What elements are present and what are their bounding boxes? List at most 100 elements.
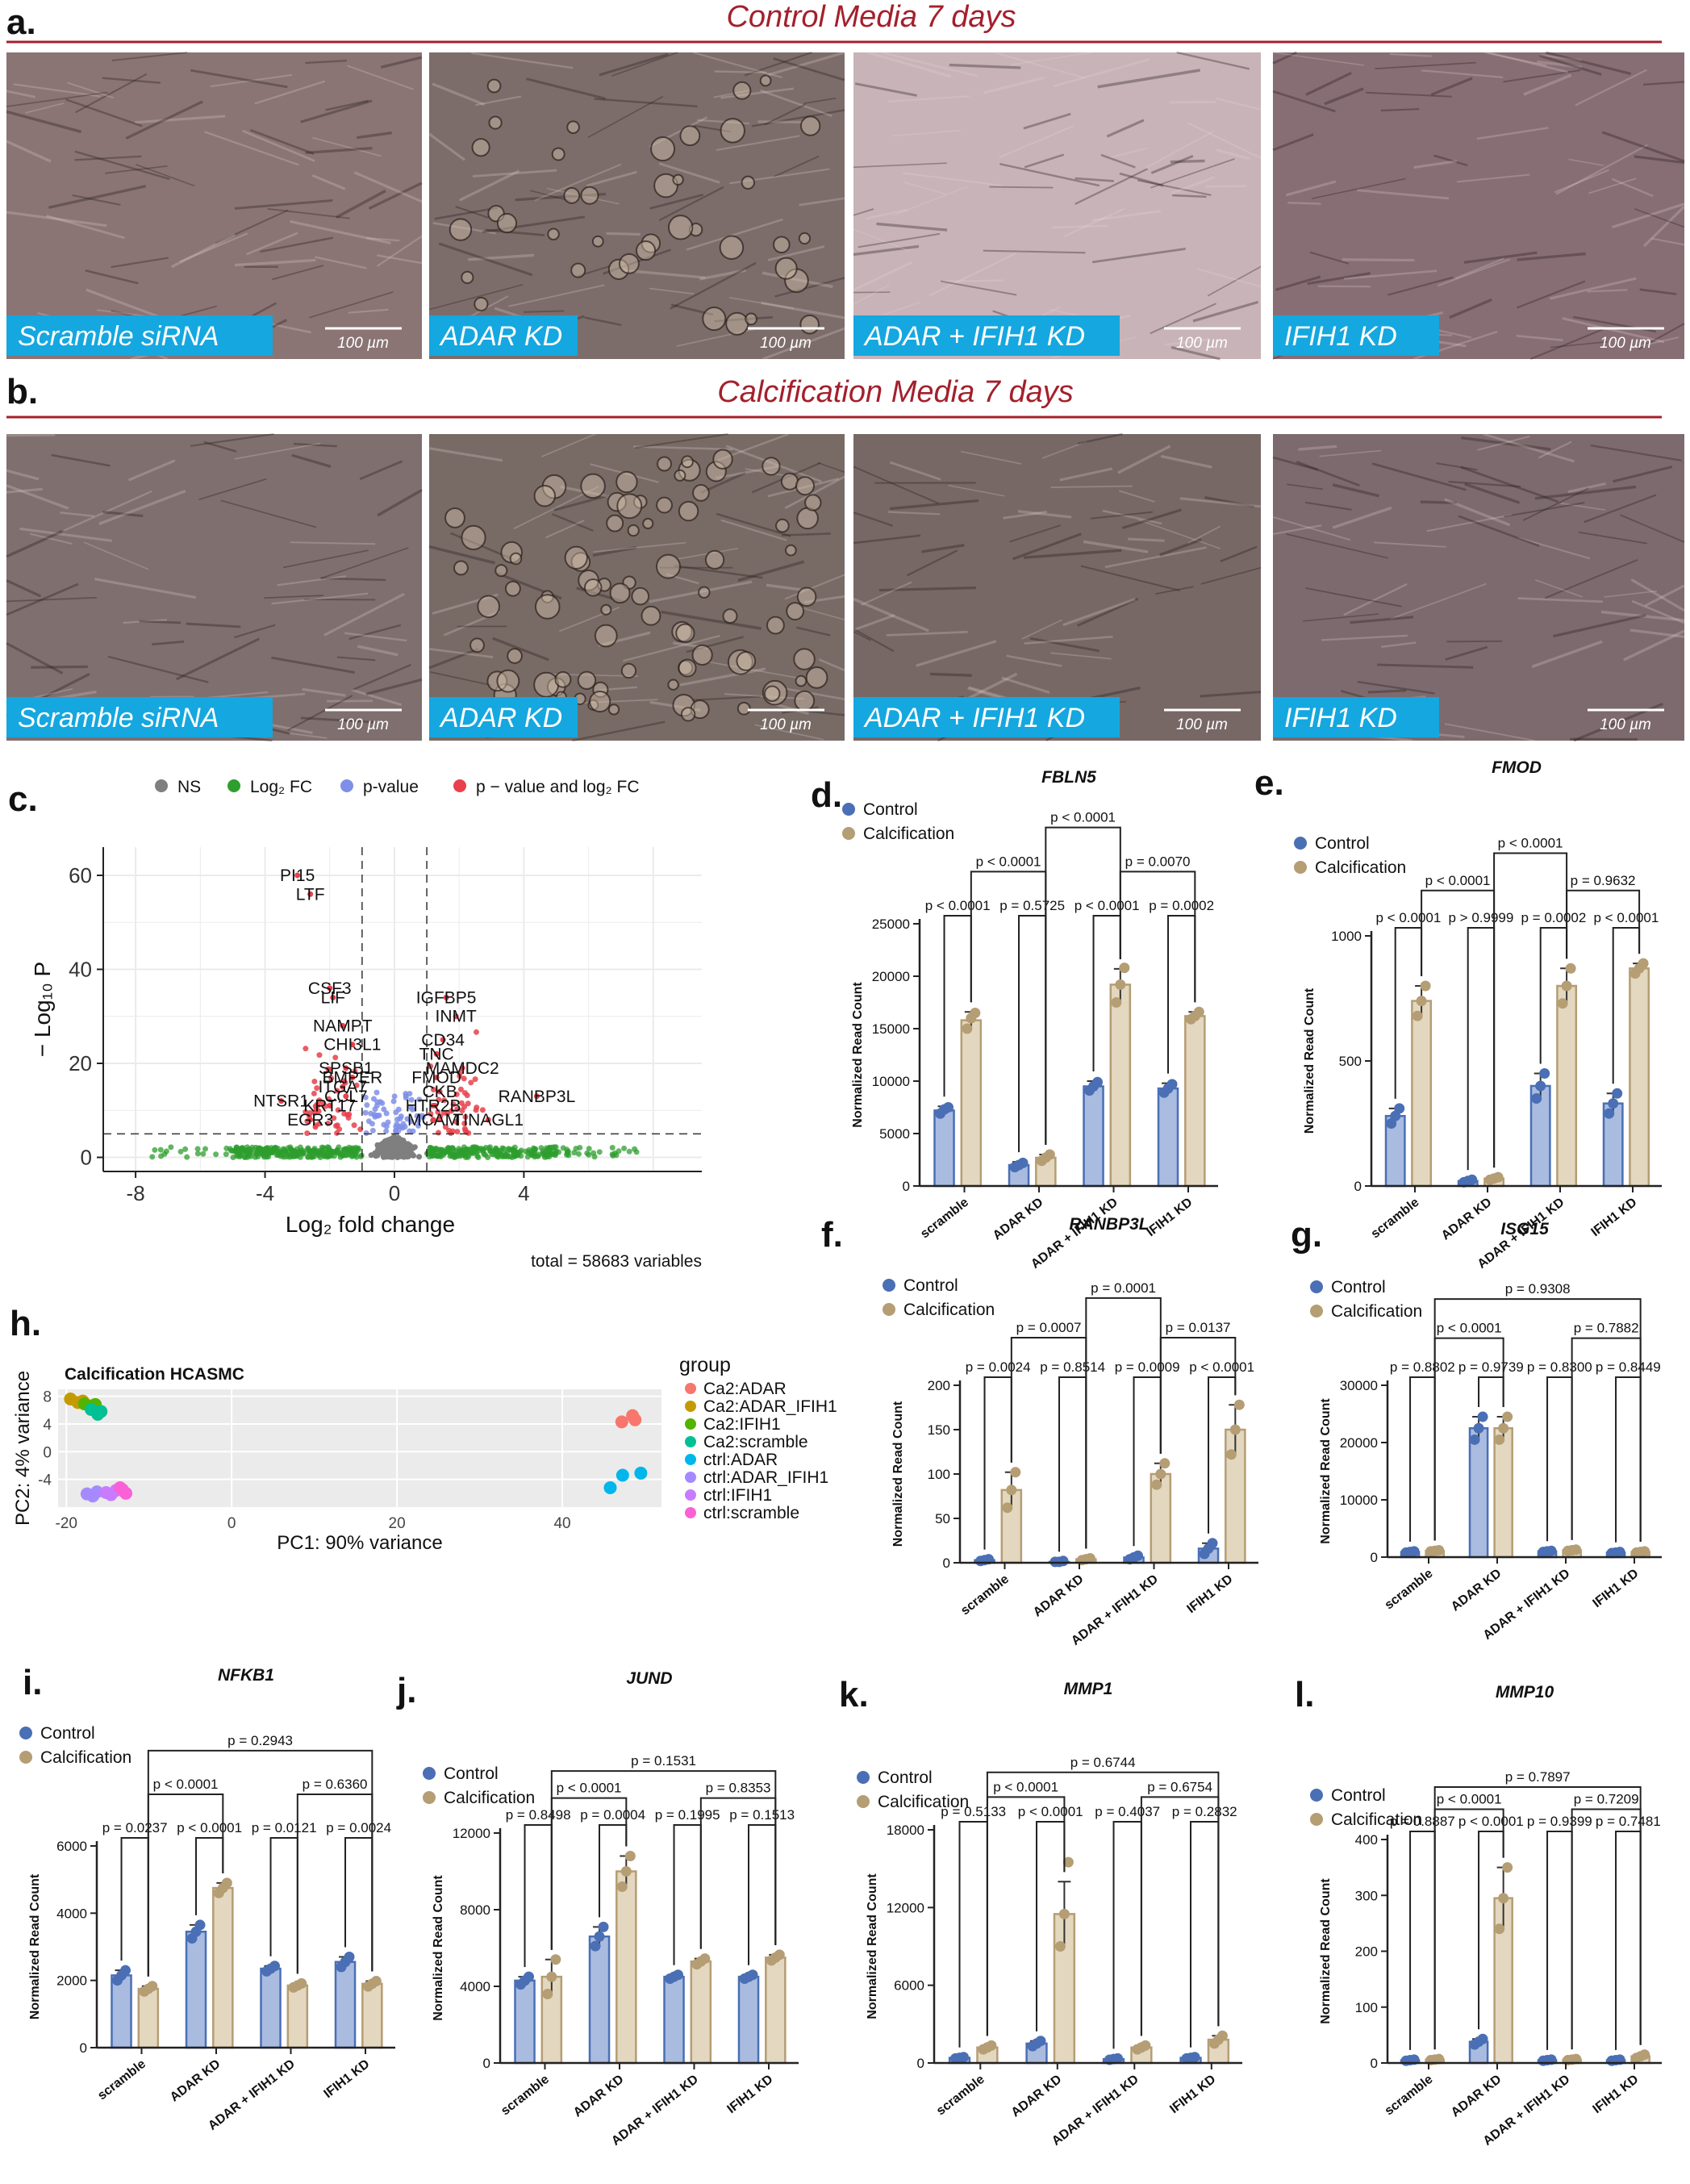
- point-pvalue: [362, 1094, 369, 1100]
- cell-fiber: [1204, 495, 1255, 508]
- point-ns: [378, 1146, 385, 1153]
- point-log2fc: [242, 1154, 248, 1160]
- cell-fiber: [320, 577, 386, 582]
- point-significant: [450, 1101, 457, 1108]
- point-log2fc: [465, 1152, 472, 1159]
- x-axis-label: PC1: 90% variance: [277, 1532, 442, 1554]
- cell-fiber: [1458, 515, 1540, 547]
- y-axis-label: Normalized Read Count: [866, 1873, 879, 2019]
- cell-fiber: [102, 77, 161, 84]
- cell-fiber: [1275, 275, 1321, 291]
- cell-fiber: [376, 235, 423, 267]
- cell-fiber: [1588, 177, 1637, 194]
- point-log2fc: [556, 1149, 562, 1155]
- panel-letter-g: g.: [1291, 1215, 1322, 1255]
- point-significant: [448, 1108, 454, 1114]
- bar: [1109, 983, 1132, 1188]
- cell-fiber: [6, 596, 97, 603]
- rounded-cell: [509, 552, 523, 566]
- cell-fiber: [6, 583, 79, 616]
- cell-fiber: [781, 532, 831, 537]
- cell-fiber: [1553, 614, 1646, 638]
- point-significant: [454, 1129, 461, 1135]
- point-significant: [461, 1090, 468, 1096]
- cell-fiber: [716, 465, 778, 480]
- data-point: [943, 1102, 954, 1113]
- cell-fiber: [1319, 449, 1382, 457]
- cell-fiber: [867, 51, 952, 78]
- point-significant: [468, 1079, 474, 1086]
- cell-fiber: [725, 445, 822, 483]
- point-pvalue: [393, 1128, 399, 1134]
- point-log2fc: [177, 1148, 184, 1155]
- cell-fiber: [593, 541, 686, 553]
- cell-fiber: [107, 655, 209, 683]
- rounded-cell: [672, 693, 695, 717]
- cell-fiber: [1522, 487, 1589, 521]
- cell-fiber: [603, 248, 671, 275]
- micrograph-label: ADAR + IFIH1 KD: [863, 703, 1085, 733]
- cell-fiber: [853, 208, 874, 216]
- cell-fiber: [1009, 524, 1061, 543]
- x-tick-label: -4: [256, 1181, 274, 1205]
- point-gene: [430, 1117, 436, 1123]
- p-value-label: p = 0.5725: [999, 898, 1065, 913]
- significance-bracket: [1159, 1336, 1237, 1454]
- y-tick-label: 6000: [894, 1978, 924, 1994]
- point-log2fc: [308, 1154, 315, 1160]
- scale-bar-label: 100 µm: [760, 716, 812, 733]
- cell-fiber: [271, 656, 356, 674]
- cell-fiber: [432, 593, 499, 615]
- pca-point: [615, 1415, 628, 1429]
- rounded-cell: [627, 524, 640, 537]
- cell-fiber: [1584, 494, 1657, 524]
- cell-fiber: [1309, 251, 1350, 265]
- rounded-cell: [570, 552, 591, 572]
- cell-fiber: [74, 150, 171, 181]
- significance-bracket: [1478, 1376, 1504, 1408]
- point-log2fc: [344, 1146, 350, 1153]
- cell-fiber: [1200, 691, 1262, 698]
- cell-fiber: [1091, 210, 1162, 222]
- rounded-cell: [577, 670, 597, 691]
- point-gene: [343, 1065, 349, 1071]
- point-log2fc: [223, 1151, 229, 1158]
- data-point: [620, 1866, 632, 1877]
- cell-fiber: [344, 632, 407, 642]
- data-point: [1010, 1467, 1021, 1478]
- legend-label: Ca2:IFIH1: [703, 1415, 781, 1434]
- data-point: [1159, 1458, 1170, 1469]
- p-value-label: p = 0.7897: [1505, 1769, 1571, 1785]
- point-significant: [428, 1063, 434, 1070]
- cell-fiber: [1460, 466, 1559, 503]
- cell-fiber: [1272, 516, 1351, 541]
- micrograph-label: ADAR KD: [439, 321, 562, 352]
- cell-fiber: [546, 187, 620, 205]
- rounded-cell: [566, 120, 580, 135]
- point-log2fc: [348, 1146, 355, 1153]
- cell-fiber: [1463, 251, 1538, 264]
- panel-b-title: Calcification Media 7 days: [717, 375, 1073, 409]
- cell-fiber: [1150, 303, 1216, 335]
- point-gene: [533, 1093, 540, 1100]
- cell-fiber: [1192, 300, 1259, 323]
- data-point: [1498, 1422, 1509, 1434]
- cell-fiber: [1272, 52, 1365, 66]
- rounded-cell: [732, 81, 752, 100]
- y-tick-label: 4000: [460, 1979, 490, 1994]
- cell-fiber: [1332, 483, 1379, 498]
- cell-fiber: [1517, 252, 1586, 261]
- point-significant: [462, 1113, 469, 1120]
- cell-fiber: [72, 194, 121, 206]
- p-value-label: p = 0.6754: [1147, 1779, 1212, 1794]
- gene-label: LIF: [321, 988, 345, 1007]
- data-point: [962, 1023, 973, 1034]
- legend-swatch: [842, 803, 855, 816]
- cell-fiber: [1504, 502, 1585, 518]
- cell-fiber: [1461, 436, 1551, 451]
- cell-fiber: [766, 51, 845, 77]
- legend-label: ctrl:IFIH1: [703, 1486, 772, 1505]
- point-pvalue: [391, 1093, 398, 1100]
- cell-fiber: [1539, 54, 1602, 76]
- cell-fiber: [853, 162, 947, 169]
